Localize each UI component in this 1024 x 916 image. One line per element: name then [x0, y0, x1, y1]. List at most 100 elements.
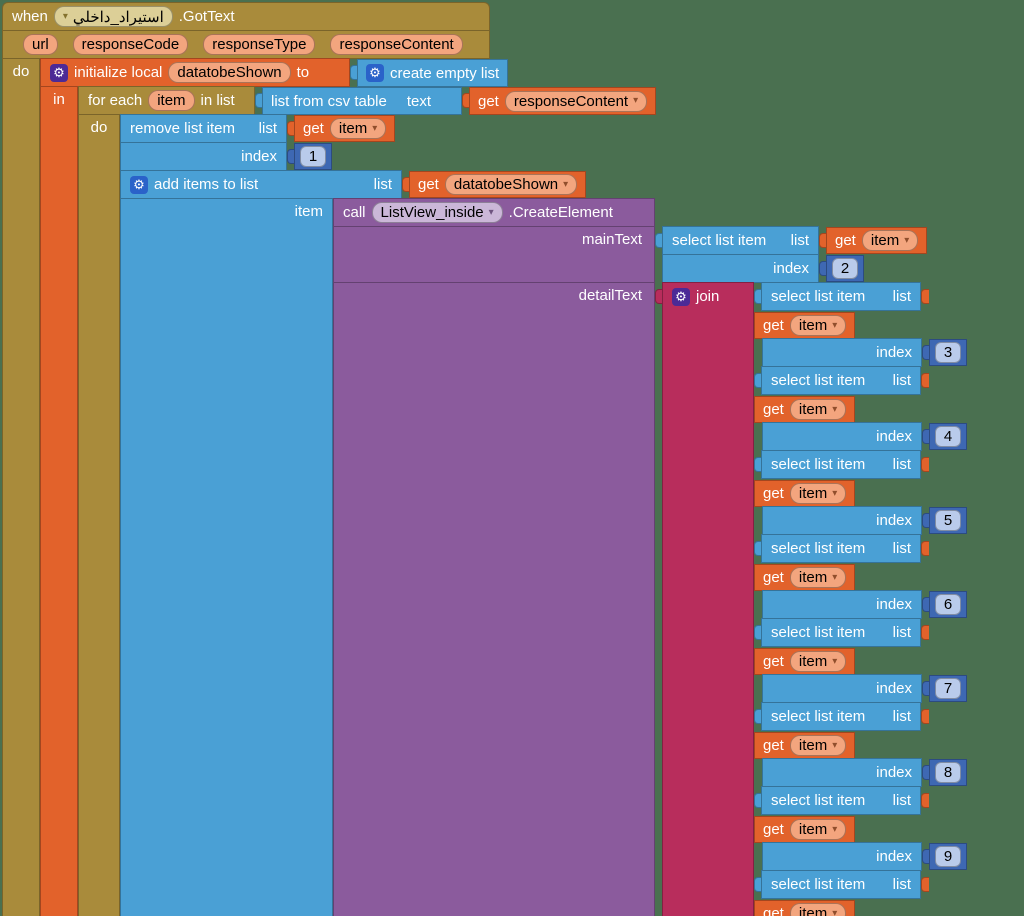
variable-dropdown[interactable]: item ▾	[789, 567, 847, 588]
value-plug	[754, 541, 762, 556]
select-list-item-block[interactable]: select list item list get	[754, 282, 1024, 367]
value-plug	[921, 793, 929, 808]
get-responsecontent-block[interactable]: get responseContent ▾	[469, 87, 657, 115]
variable-dropdown[interactable]: item ▾	[789, 903, 847, 916]
select-list-item-block[interactable]: select list item list get	[662, 226, 928, 283]
number-field[interactable]: 1	[300, 146, 326, 167]
number-block[interactable]: 9	[929, 843, 967, 870]
get-datatobeshown-block[interactable]: get datatobeShown ▾	[409, 171, 587, 198]
select-list-item-block[interactable]: select list item list get	[754, 786, 1024, 871]
component-dropdown[interactable]: ▾ استيراد_داخلي	[53, 6, 173, 27]
get-item-block[interactable]: get item ▾	[754, 396, 856, 423]
variable-dropdown[interactable]: item ▾	[861, 230, 919, 251]
dropdown-arrow-icon: ▾	[832, 823, 838, 835]
initialize-local-block[interactable]: ⚙ initialize local datatobeShown to ⚙ cr…	[40, 58, 1024, 916]
when-block-header[interactable]: when ▾ استيراد_داخلي .GotText	[2, 2, 490, 31]
value-plug	[819, 233, 827, 248]
when-do-label: do	[2, 58, 40, 916]
get-item-block[interactable]: get item ▾	[754, 816, 856, 843]
number-field[interactable]: 2	[832, 258, 858, 279]
in-stack: for each item in list list from csv tabl…	[78, 86, 1024, 916]
dropdown-arrow-icon: ▾	[832, 739, 838, 751]
number-block[interactable]: 3	[929, 339, 967, 366]
mutator-gear-icon[interactable]: ⚙	[366, 64, 384, 82]
number-field[interactable]: 8	[935, 762, 961, 783]
local-var-name-field[interactable]: datatobeShown	[168, 62, 291, 83]
variable-dropdown[interactable]: responseContent ▾	[504, 90, 648, 112]
variable-dropdown[interactable]: item ▾	[789, 399, 847, 420]
variable-dropdown[interactable]: item ▾	[789, 651, 847, 672]
value-plug	[819, 261, 827, 276]
remove-list-item-block[interactable]: remove list item list get item	[120, 114, 1024, 171]
value-plug	[287, 149, 295, 164]
for-each-header[interactable]: for each item in list	[78, 86, 255, 115]
value-plug	[921, 625, 929, 640]
value-plug	[754, 457, 762, 472]
param-responsetype[interactable]: responseType	[203, 34, 316, 55]
number-field[interactable]: 5	[935, 510, 961, 531]
value-plug	[921, 877, 929, 892]
select-list-item-block[interactable]: select list item list get	[754, 450, 1024, 535]
variable-dropdown[interactable]: item ▾	[329, 118, 387, 139]
param-responsecontent[interactable]: responseContent	[330, 34, 463, 55]
number-field[interactable]: 6	[935, 594, 961, 615]
dropdown-arrow-icon: ▾	[488, 206, 494, 218]
for-each-block[interactable]: for each item in list list from csv tabl…	[78, 86, 1024, 916]
get-item-block[interactable]: get item ▾	[754, 564, 856, 591]
variable-dropdown[interactable]: item ▾	[789, 483, 847, 504]
component-dropdown[interactable]: ListView_inside ▾	[371, 202, 503, 223]
mutator-gear-icon[interactable]: ⚙	[672, 288, 690, 306]
component-name: استيراد_داخلي	[72, 8, 164, 26]
dropdown-arrow-icon: ▾	[832, 487, 838, 499]
get-item-block[interactable]: get item ▾	[754, 648, 856, 675]
select-list-item-block[interactable]: select list item list get	[754, 366, 1024, 451]
param-responsecode[interactable]: responseCode	[72, 34, 189, 55]
call-createelement-block[interactable]: call ListView_inside ▾ .CreateElement	[333, 198, 1024, 916]
value-plug	[287, 121, 295, 136]
mutator-gear-icon[interactable]: ⚙	[50, 63, 68, 82]
get-item-block[interactable]: get item ▾	[754, 900, 856, 916]
variable-dropdown[interactable]: item ▾	[789, 315, 847, 336]
select-list-item-block[interactable]: select list item list get	[754, 534, 1024, 619]
select-list-item-block[interactable]: select list item list get	[754, 618, 1024, 703]
loop-var-field[interactable]: item	[148, 90, 195, 111]
number-block[interactable]: 8	[929, 759, 967, 786]
select-list-item-block[interactable]: select list item list get	[754, 870, 1024, 916]
get-item-block[interactable]: get item ▾	[294, 115, 396, 142]
initialize-local-header[interactable]: ⚙ initialize local datatobeShown to	[40, 58, 350, 87]
number-field[interactable]: 7	[935, 678, 961, 699]
create-empty-list-block[interactable]: ⚙ create empty list	[357, 59, 509, 87]
list-from-csv-table-block[interactable]: list from csv table text	[262, 87, 462, 115]
join-block[interactable]: ⚙ join	[662, 282, 1024, 916]
number-block[interactable]: 6	[929, 591, 967, 618]
add-items-to-list-block[interactable]: ⚙ add items to list list get	[120, 170, 1024, 916]
number-block[interactable]: 1	[294, 143, 332, 170]
number-block[interactable]: 2	[826, 255, 864, 282]
get-item-block[interactable]: get item ▾	[754, 312, 856, 339]
get-item-block[interactable]: get item ▾	[754, 480, 856, 507]
number-block[interactable]: 4	[929, 423, 967, 450]
number-field[interactable]: 9	[935, 846, 961, 867]
dropdown-arrow-icon: ▾	[832, 319, 838, 331]
variable-dropdown[interactable]: item ▾	[789, 735, 847, 756]
value-plug	[754, 877, 762, 892]
mutator-gear-icon[interactable]: ⚙	[130, 175, 148, 194]
value-plug	[922, 765, 930, 780]
number-field[interactable]: 3	[935, 342, 961, 363]
number-field[interactable]: 4	[935, 426, 961, 447]
for-each-do-label: do	[78, 114, 120, 916]
variable-dropdown[interactable]: item ▾	[789, 819, 847, 840]
number-block[interactable]: 5	[929, 507, 967, 534]
join-header[interactable]: ⚙ join	[662, 282, 754, 916]
get-item-block[interactable]: get item ▾	[754, 732, 856, 759]
get-item-block[interactable]: get item ▾	[826, 227, 928, 254]
select-list-item-block[interactable]: select list item list get	[754, 702, 1024, 787]
call-header[interactable]: call ListView_inside ▾ .CreateElement	[333, 198, 655, 227]
number-block[interactable]: 7	[929, 675, 967, 702]
variable-dropdown[interactable]: datatobeShown ▾	[444, 174, 578, 195]
param-url[interactable]: url	[23, 34, 58, 55]
detailtext-param-label: detailText	[333, 282, 655, 916]
maintext-param-label: mainText	[333, 226, 655, 283]
